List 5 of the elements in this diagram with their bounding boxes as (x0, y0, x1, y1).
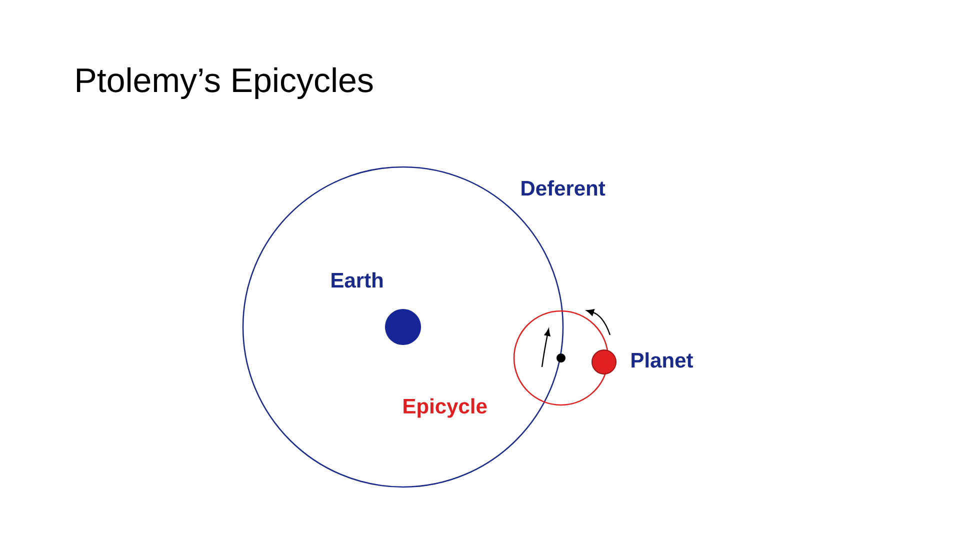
title: Ptolemy’s Epicycles (77, 67, 373, 100)
part-label: Deferent (522, 180, 606, 196)
part-label: Earth (332, 272, 383, 288)
part-label: Planet (632, 352, 693, 368)
part-label: Epicycle (404, 398, 487, 418)
